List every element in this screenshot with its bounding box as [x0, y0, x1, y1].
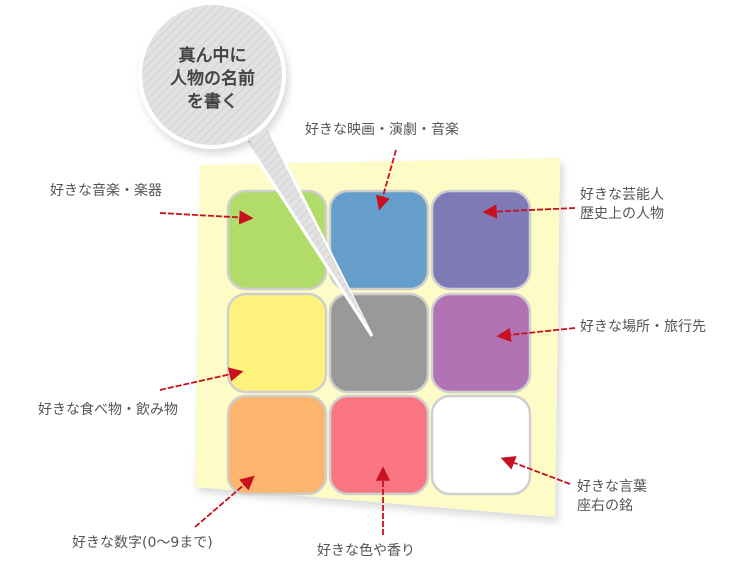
pointer-arrow — [496, 327, 576, 343]
grid-cell-pink — [328, 394, 430, 496]
label-movie: 好きな映画・演劇・音楽 — [305, 122, 459, 138]
pointer-arrow — [375, 149, 397, 211]
grid-cell-gray — [328, 292, 430, 394]
speech-bubble-text: 真ん中に 人物の名前 を書く — [150, 45, 275, 114]
grid-cell-white — [430, 394, 532, 496]
label-number: 好きな数字(0～9まで) — [72, 535, 213, 551]
label-food: 好きな食べ物・飲み物 — [38, 402, 178, 418]
speech-bubble — [138, 1, 374, 337]
bubble-line: 人物の名前 — [170, 69, 255, 89]
grid-cell-blue — [328, 189, 430, 291]
label-line: 好きな言葉 — [577, 479, 647, 495]
bubble-line: を書く — [187, 92, 238, 112]
label-line: 歴史上の人物 — [580, 206, 664, 222]
label-line: 座右の銘 — [577, 498, 633, 514]
grid-cell-purple — [430, 292, 532, 394]
bubble-line: 真ん中に — [178, 46, 247, 66]
label-celebrity: 好きな芸能人 歴史上の人物 — [580, 186, 664, 224]
grid-cell-orange — [226, 394, 328, 496]
label-music: 好きな音楽・楽器 — [50, 183, 162, 199]
pointer-arrow — [194, 475, 255, 528]
pointer-arrow — [500, 456, 571, 485]
label-color: 好きな色や香り — [317, 543, 415, 559]
label-words: 好きな言葉 座右の銘 — [577, 478, 647, 516]
label-place: 好きな場所・旅行先 — [580, 319, 706, 335]
grid-cell-yellow — [226, 292, 328, 394]
pointer-arrow — [159, 210, 254, 225]
pointer-arrow — [159, 367, 244, 391]
grid-cell-indigo — [430, 189, 532, 291]
pointer-arrow — [482, 204, 576, 219]
label-line: 好きな芸能人 — [580, 187, 664, 203]
